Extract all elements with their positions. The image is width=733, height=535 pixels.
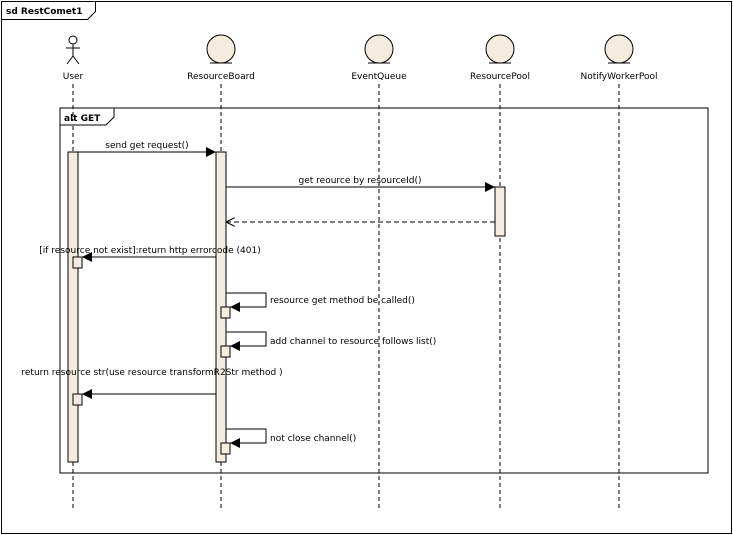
self-message-not-close-channel: not close channel(): [226, 428, 356, 448]
lifeline-label-notifyworkerpool: NotifyWorkerPool: [581, 72, 658, 82]
actor-user: [66, 35, 80, 65]
message-get-resource: get reource by resourceId(): [226, 176, 495, 192]
message-send-get-request: send get request(): [78, 141, 216, 157]
entity-resourcepool: [485, 34, 515, 64]
message-error-response: [if resource not exist]:return http erro…: [39, 246, 261, 262]
message-label: [if resource not exist]:return http erro…: [39, 246, 260, 256]
message-label: not close channel(): [270, 434, 356, 444]
lifeline-label-resourcepool: ResourcePool: [470, 72, 530, 82]
self-message-add-channel: add channel to resource follows list(): [226, 331, 436, 351]
entity-notifyworkerpool: [604, 34, 634, 64]
entity-icon: [485, 34, 515, 64]
activation-user: [67, 151, 79, 463]
message-label: send get request(): [105, 141, 188, 151]
alt-fragment: alt GET: [59, 107, 709, 474]
entity-resourceboard: [206, 34, 236, 64]
entity-icon: [364, 34, 394, 64]
activation-resourceboard-nested: [220, 306, 231, 319]
lifeline-label-resourceboard: ResourceBoard: [187, 72, 255, 82]
message-label: get reource by resourceId(): [299, 176, 422, 186]
message-arrow: [226, 331, 267, 351]
message-return-resource-str: return resource str(use resource transfo…: [21, 368, 283, 399]
entity-eventqueue: [364, 34, 394, 64]
self-message-get-method: resource get method be called(): [226, 292, 415, 312]
activation-resourceboard-nested: [220, 345, 231, 358]
activation-resourcepool: [494, 186, 506, 237]
entity-icon: [604, 34, 634, 64]
lifeline-label-eventqueue: EventQueue: [351, 72, 407, 82]
message-label: return resource str(use resource transfo…: [21, 368, 282, 378]
activation-resourceboard-nested: [220, 442, 231, 455]
lifeline-label-user: User: [63, 72, 84, 82]
activation-user-nested: [72, 256, 83, 269]
entity-icon: [206, 34, 236, 64]
message-arrow: [226, 292, 267, 312]
fragment-operator: alt GET: [64, 114, 101, 124]
activation-user-nested: [72, 393, 83, 406]
message-label: add channel to resource follows list(): [270, 337, 436, 347]
message-arrow: [226, 428, 267, 448]
frame-title: sd RestComet1: [6, 7, 82, 17]
actor-head-icon: [68, 35, 78, 45]
message-label: resource get method be called(): [270, 296, 415, 306]
